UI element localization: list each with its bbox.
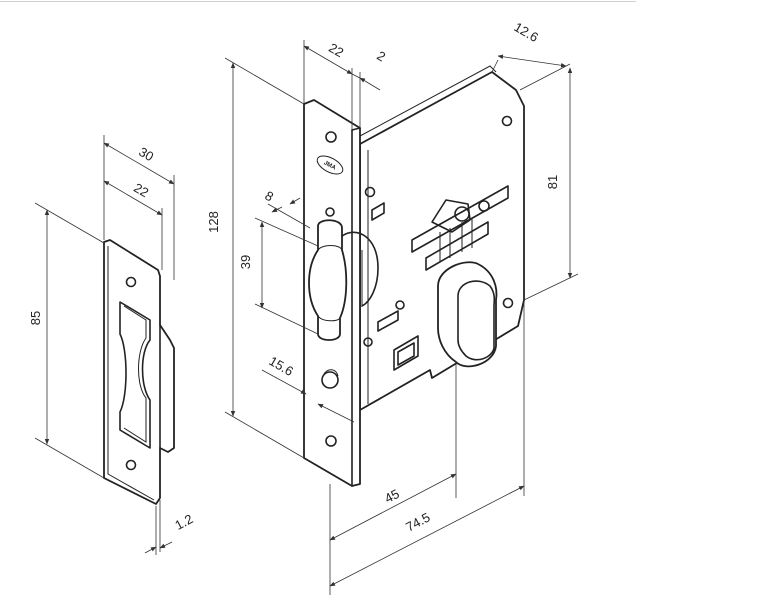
dim-case-height: 81 (545, 175, 560, 189)
dim-latch-offset: 8 (262, 188, 276, 205)
strike-plate (103, 239, 175, 505)
dim-strike-width-inner: 22 (131, 180, 151, 200)
lock-case (359, 65, 525, 411)
dim-faceplate-thickness: 2 (374, 48, 388, 65)
case-mid-rivet (395, 300, 405, 310)
latch-bolt (308, 219, 379, 341)
faceplate-bottom-screw-hole (325, 435, 337, 447)
faceplate-small-hole (325, 207, 335, 217)
top-border (0, 1, 636, 2)
dim-overall-depth: 74.5 (403, 509, 432, 534)
lock-dimension-lines (224, 40, 579, 595)
faceplate-lower-hole (321, 371, 339, 389)
case-lower-rivet (363, 337, 373, 347)
svg-text:JMA: JMA (323, 160, 338, 172)
dim-strike-width-outer: 30 (136, 144, 156, 164)
dim-latch-height: 39 (238, 255, 253, 269)
case-bottom-rivet (502, 297, 514, 309)
strike-dimension-lines (34, 135, 175, 555)
dim-faceplate-width: 22 (326, 40, 346, 60)
dim-strike-thickness: 1.2 (172, 511, 195, 533)
strike-top-screw-hole (125, 276, 137, 288)
case-upper-rivet (364, 186, 376, 198)
faceplate-top-screw-hole (325, 131, 337, 143)
dim-case-depth: 12.6 (512, 19, 541, 45)
case-top-rivet (501, 115, 513, 127)
strike-bottom-screw-hole (125, 459, 137, 471)
dim-strike-height: 85 (28, 311, 43, 325)
jma-logo: JMA (316, 155, 344, 175)
dim-lock-height: 128 (206, 211, 221, 233)
dim-backset: 45 (382, 486, 402, 506)
